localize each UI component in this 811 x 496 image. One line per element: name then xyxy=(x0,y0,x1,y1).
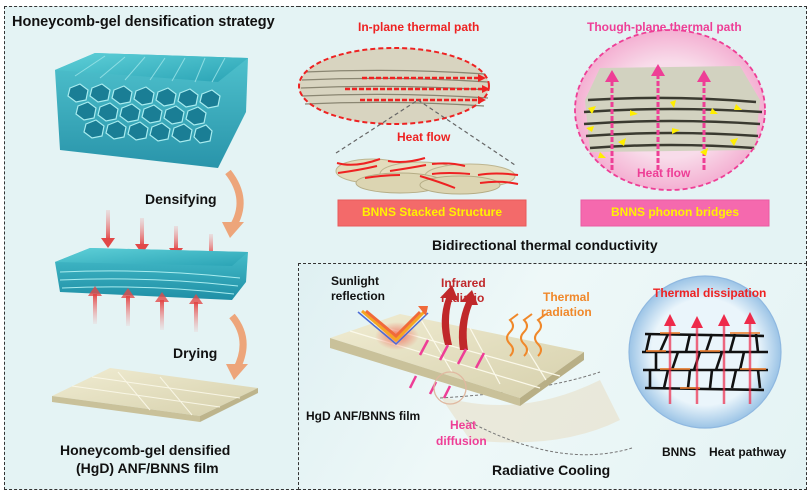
sunlight-reflection-arrow xyxy=(357,309,429,346)
in-plane-heat-flow-label: Heat flow xyxy=(397,130,451,144)
dried-film xyxy=(52,368,258,422)
honeycomb-gel-block xyxy=(55,53,248,168)
phonon-bridges-text: BNNS phonon bridges xyxy=(611,205,739,219)
heat-diffusion-line1: Heat xyxy=(450,418,477,432)
infrared-label-line1: Infrared xyxy=(441,276,486,290)
heat-diffusion-line2: diffusion xyxy=(436,434,487,448)
densified-gel-block xyxy=(55,248,248,300)
magnifier-connector xyxy=(440,380,620,443)
in-plane-flow-arrows xyxy=(336,157,519,189)
densification-title: Honeycomb-gel densification strategy xyxy=(12,14,275,30)
zoom-guide-left xyxy=(335,99,419,154)
product-label-line2: (HgD) ANF/BNNS film xyxy=(76,460,219,476)
zoom-guide-right xyxy=(417,99,516,166)
bidirectional-conductivity-title: Bidirectional thermal conductivity xyxy=(432,237,658,253)
heat-diffusion-arrows xyxy=(408,339,486,399)
in-plane-heading: In-plane thermal path xyxy=(358,20,480,34)
thermal-radiation-line1: Thermal xyxy=(543,290,590,304)
legend-heat-pathway: Heat pathway xyxy=(709,445,787,459)
cooling-film xyxy=(330,314,584,406)
in-plane-oval xyxy=(298,47,490,125)
radiative-cooling-title: Radiative Cooling xyxy=(492,462,611,478)
thermal-radiation-line2: radiation xyxy=(541,305,592,319)
legend-bnns: BNNS xyxy=(662,445,697,459)
thermal-dissipation-arrows xyxy=(664,312,756,404)
through-plane-oval xyxy=(574,29,766,191)
through-plane-heading: Though-plane thermal path xyxy=(587,20,742,34)
densifying-arrowhead xyxy=(222,222,244,238)
magnified-bubble xyxy=(628,275,782,429)
magnifier-source-circle xyxy=(433,371,467,405)
release-arrows xyxy=(88,286,203,332)
through-plane-heat-flow-label: Heat flow xyxy=(637,166,691,180)
product-label-line1: Honeycomb-gel densified xyxy=(60,442,231,458)
stacked-structure-banner xyxy=(337,199,527,227)
densifying-label: Densifying xyxy=(145,191,217,207)
stacked-structure-text: BNNS Stacked Structure xyxy=(361,205,503,219)
infrared-arrows xyxy=(440,285,478,350)
infrared-label-line2: radiatio xyxy=(441,291,485,305)
thermal-radiation-waves xyxy=(506,313,547,357)
sunlight-label-line1: Sunlight xyxy=(331,274,379,288)
film-label: HgD ANF/BNNS film xyxy=(306,409,421,423)
sunlight-label-line2: reflection xyxy=(331,289,386,303)
drying-label: Drying xyxy=(173,345,218,361)
phonon-bridges-banner xyxy=(580,199,770,227)
thermal-dissipation-label: Thermal dissipation xyxy=(653,286,767,300)
drying-arrowhead xyxy=(226,364,248,380)
